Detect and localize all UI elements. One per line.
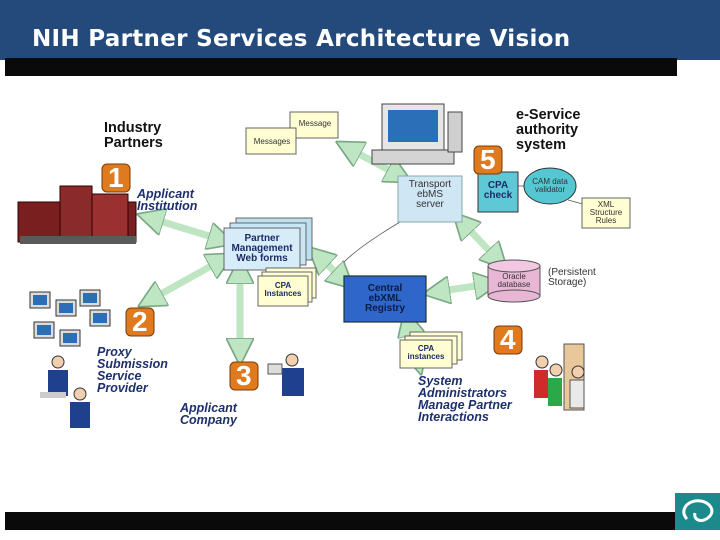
computer-icon [371, 103, 463, 165]
corner-logo [675, 493, 720, 530]
partner-management-forms [223, 217, 313, 271]
cam-validator-oval [523, 167, 577, 205]
messages-back-text: Message [298, 119, 332, 128]
central-registry-box [343, 275, 427, 323]
oracle-database-cylinder [487, 259, 541, 303]
badge-1: 1 [108, 162, 124, 193]
badge-4: 4 [500, 324, 516, 355]
cpa-instances-docs-1 [257, 267, 317, 307]
company-person-icon [267, 353, 304, 396]
proxy-people-icon [40, 355, 90, 428]
top-rule [5, 58, 677, 76]
admins-group-icon [534, 343, 585, 411]
link-transport-registry [343, 221, 401, 263]
arrow-transport-oracle [462, 222, 498, 260]
badge-3: 3 [236, 360, 252, 391]
arrow-proxy-webforms [150, 260, 222, 300]
cpa-instances-docs-2 [399, 331, 463, 369]
cpa-check-box [477, 171, 519, 213]
arrow-oracle-registry [436, 284, 488, 292]
arrow-institution-webforms [150, 218, 222, 240]
slide-title: NIH Partner Services Architecture Vision [32, 26, 571, 52]
xml-rules-doc [581, 197, 631, 229]
transport-box [397, 175, 463, 223]
badge-5: 5 [480, 144, 496, 175]
bottom-rule [5, 512, 677, 530]
swirl-logo-icon [682, 499, 714, 522]
arrow-webforms-registry [318, 256, 344, 280]
header-band [0, 0, 720, 60]
badge-2: 2 [132, 306, 148, 337]
factory-building-icon [17, 185, 137, 244]
messages-front-text: Messages [253, 137, 291, 146]
messages-docs [245, 111, 339, 155]
number-badges [101, 145, 523, 391]
connector-arrows [150, 148, 498, 362]
